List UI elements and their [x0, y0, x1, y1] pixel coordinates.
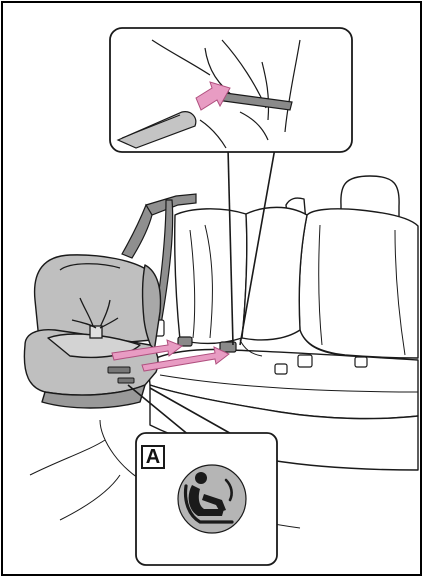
child-seat-anchor-icon [178, 465, 246, 533]
rear-seat [148, 176, 418, 470]
top-callout [110, 28, 352, 152]
callout-label-a: A [141, 445, 165, 469]
